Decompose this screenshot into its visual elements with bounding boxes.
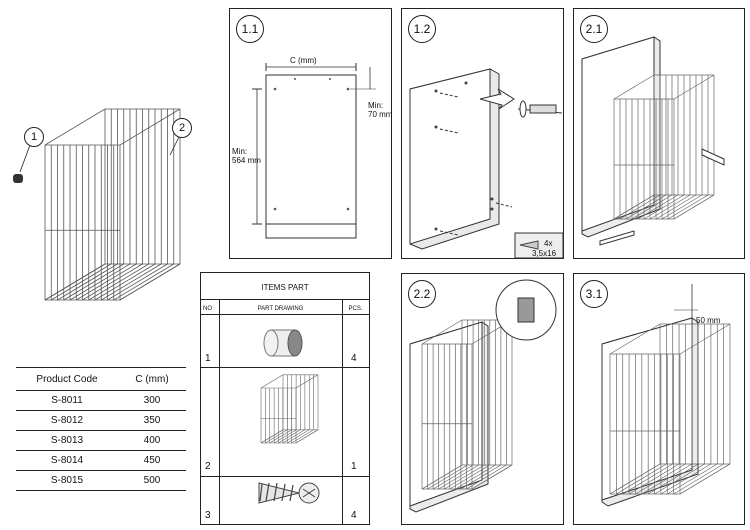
item-no-2: 2 xyxy=(205,461,211,472)
part-drawing-header: PART DRAWING xyxy=(257,306,304,312)
screw-quantity: 4x xyxy=(544,239,553,248)
item-no-1: 1 xyxy=(205,353,211,364)
step-2-2-badge: 2.2 xyxy=(408,280,436,308)
step-1-1-panel: 1.1 C (mm) Min: 564 mm Min: 70 mm xyxy=(229,8,392,259)
min-height-label: Min: 564 mm xyxy=(232,147,261,165)
step-2-2-panel: 2.2 xyxy=(401,273,564,525)
item-no-3: 3 xyxy=(205,510,211,521)
items-part-panel: ITEMS PART NO PART DRAWING PCS. 1 4 2 1 … xyxy=(200,272,370,525)
c-mm-header: C (mm) xyxy=(118,367,186,391)
no-header: NO xyxy=(203,306,212,312)
screw-drawing xyxy=(258,482,320,504)
c-mm-cell: 450 xyxy=(118,450,186,471)
items-part-title: ITEMS PART xyxy=(261,283,309,292)
width-dimension-label: C (mm) xyxy=(290,56,317,65)
item-pcs-3: 4 xyxy=(351,510,357,521)
part-drawings xyxy=(258,329,320,504)
item-pcs-2: 1 xyxy=(351,461,357,472)
pcs-header: PCS. xyxy=(348,306,363,312)
screw-size: 3,5x16 xyxy=(532,249,557,258)
c-mm-cell: 300 xyxy=(118,390,186,411)
step-3-1-panel: 3.1 50 mm xyxy=(573,273,745,525)
product-code-cell: S-8011 xyxy=(16,390,118,411)
product-code-cell: S-8012 xyxy=(16,410,118,431)
callout-2: 2 xyxy=(172,118,192,138)
product-code-cell: S-8014 xyxy=(16,450,118,471)
callout-1: 1 xyxy=(24,127,44,147)
c-mm-cell: 400 xyxy=(118,430,186,451)
step-1-1-badge: 1.1 xyxy=(236,15,264,43)
step-2-1-panel: 2.1 xyxy=(573,8,745,259)
basket-drawing xyxy=(13,108,181,301)
c-mm-cell: 500 xyxy=(118,470,186,491)
product-code-cell: S-8013 xyxy=(16,430,118,451)
step-3-1-badge: 3.1 xyxy=(580,280,608,308)
product-code-cell: S-8015 xyxy=(16,470,118,491)
c-mm-cell: 350 xyxy=(118,410,186,431)
step-2-1-badge: 2.1 xyxy=(580,15,608,43)
gap-dimension-label: 50 mm xyxy=(696,316,721,325)
min-top-label: Min: 70 mm xyxy=(368,101,393,119)
item-pcs-1: 4 xyxy=(351,353,357,364)
cap-drawing xyxy=(263,329,303,357)
product-code-header: Product Code xyxy=(16,367,118,391)
step-1-2-badge: 1.2 xyxy=(408,15,436,43)
exploded-view: 1 2 xyxy=(0,100,200,330)
step-1-2-panel: 1.2 4x 3,5x16 xyxy=(401,8,564,259)
